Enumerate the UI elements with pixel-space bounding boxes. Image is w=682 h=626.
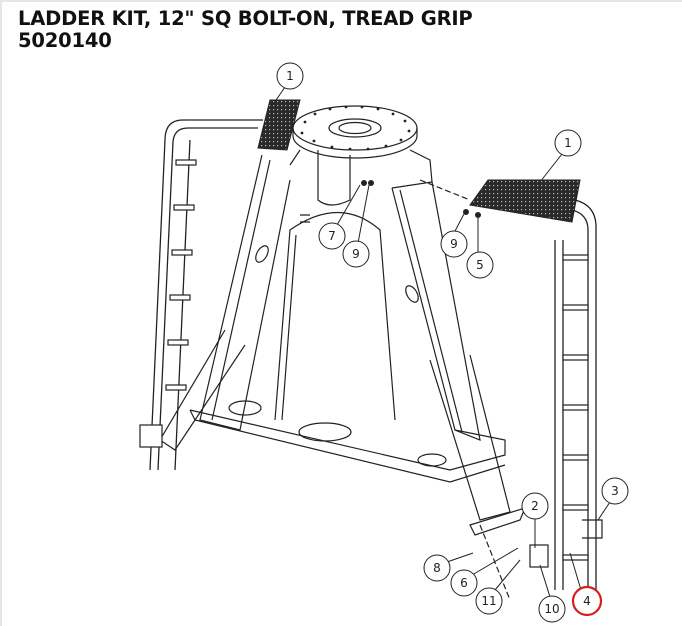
callout-7[interactable]: 7 [318, 222, 346, 250]
svg-text:4: 4 [583, 594, 591, 608]
callout-9a[interactable]: 9 [342, 240, 370, 268]
callout-1b[interactable]: 1 [554, 129, 582, 157]
callout-2[interactable]: 2 [521, 492, 549, 520]
svg-text:6: 6 [460, 576, 468, 590]
callout-11[interactable]: 11 [475, 587, 503, 615]
svg-text:7: 7 [328, 229, 336, 243]
drawing-title: LADDER KIT, 12" SQ BOLT-ON, TREAD GRIP [18, 7, 473, 30]
right-ladder [469, 179, 603, 590]
callouts: 1 1 7 9 9 5 2 3 [276, 62, 629, 623]
svg-text:1: 1 [564, 136, 572, 150]
callout-4-highlighted[interactable]: 4 [571, 585, 603, 617]
left-ladder [139, 99, 301, 471]
callout-3[interactable]: 3 [601, 477, 629, 505]
callout-6[interactable]: 6 [450, 569, 478, 597]
svg-text:2: 2 [531, 499, 539, 513]
callout-5[interactable]: 5 [466, 251, 494, 279]
svg-text:1: 1 [286, 69, 294, 83]
svg-text:11: 11 [481, 594, 496, 608]
leader-lines [271, 86, 611, 598]
svg-text:9: 9 [450, 237, 458, 251]
svg-text:8: 8 [433, 561, 441, 575]
callout-9b[interactable]: 9 [440, 230, 468, 258]
callout-1a[interactable]: 1 [276, 62, 304, 90]
base-frame [159, 105, 527, 601]
svg-text:3: 3 [611, 484, 619, 498]
drawing-title-block: LADDER KIT, 12" SQ BOLT-ON, TREAD GRIP 5… [18, 8, 473, 52]
callout-8[interactable]: 8 [423, 554, 451, 582]
svg-text:9: 9 [352, 247, 360, 261]
svg-text:5: 5 [476, 258, 484, 272]
part-number: 5020140 [18, 29, 112, 52]
svg-text:10: 10 [544, 602, 559, 616]
callout-10[interactable]: 10 [538, 595, 566, 623]
